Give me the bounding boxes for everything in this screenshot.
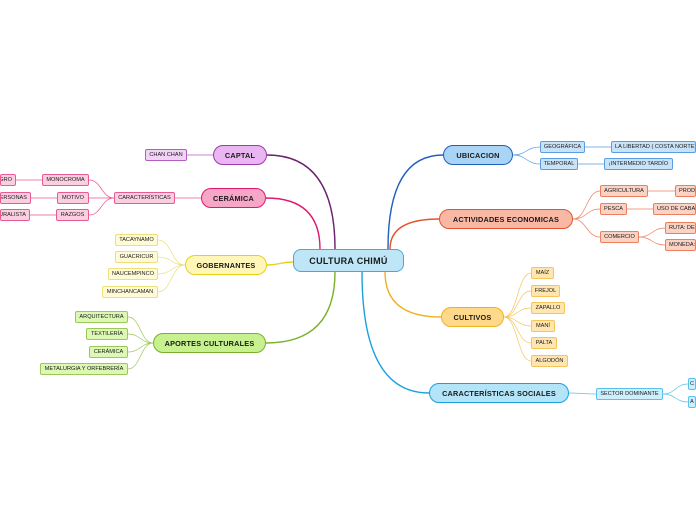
subtopic-naucempinco[interactable]: NAUCEMPINCO xyxy=(108,268,158,280)
link-cultivos xyxy=(384,271,442,318)
subtopic-social-c[interactable]: C xyxy=(688,378,696,390)
link-ubicacion-mid-1 xyxy=(512,154,541,165)
link-actividades xyxy=(389,218,440,250)
link-aportes-1 xyxy=(127,333,154,344)
link-sector-dominante xyxy=(568,392,597,395)
central-topic[interactable]: CULTURA CHIMÚ xyxy=(293,249,404,272)
link-aportes-3 xyxy=(127,342,154,370)
subtopic-sector-dominante[interactable]: SECTOR DOMINANTE xyxy=(596,388,663,400)
link-sociales xyxy=(361,271,430,394)
subtopic-textileria[interactable]: TEXTILERÍA xyxy=(86,328,128,340)
link-actividades-outer-3 xyxy=(638,236,666,246)
link-actividades-mid-1 xyxy=(572,208,601,220)
link-gobernantes-1 xyxy=(157,256,186,266)
subtopic-ceramica-aporte[interactable]: CERÁMICA xyxy=(89,346,128,358)
topic-aportes-culturales[interactable]: APORTES CULTURALES xyxy=(153,333,266,353)
subtopic-chan-chan[interactable]: CHAN CHAN xyxy=(145,149,187,161)
topic-ubicacion[interactable]: UBICACION xyxy=(443,145,513,165)
link-sociales-outer-0 xyxy=(662,383,689,395)
subtopic-razgos[interactable]: RAZGOS xyxy=(56,209,89,221)
subtopic-monocroma[interactable]: MONOCROMA xyxy=(42,174,89,186)
subtopic-personas[interactable]: PERSONAS xyxy=(0,192,31,204)
topic-actividades-economicas[interactable]: ACTIVIDADES ECONOMICAS xyxy=(439,209,573,229)
topic-caracteristicas-sociales[interactable]: CARACTERÍSTICAS SOCIALES xyxy=(429,383,569,403)
topic-ceramica[interactable]: CERÁMICA xyxy=(201,188,266,208)
link-gobernantes-2 xyxy=(157,264,186,275)
subtopic-temporal[interactable]: TEMPORAL xyxy=(540,158,578,170)
link-ubicacion-mid-0 xyxy=(512,146,541,156)
subtopic-caracteristicas[interactable]: CARACTERÍSTICAS xyxy=(114,192,175,204)
subtopic-palta[interactable]: PALTA xyxy=(531,337,557,349)
topic-captal[interactable]: CAPTAL xyxy=(213,145,267,165)
link-cultivos-2 xyxy=(503,307,532,318)
link-cultivos-1 xyxy=(503,290,532,318)
link-aportes xyxy=(265,271,336,344)
subtopic-geografica[interactable]: GEOGRÁFICA xyxy=(540,141,585,153)
link-captal xyxy=(266,154,336,250)
link-aportes-0 xyxy=(127,316,154,344)
link-ceramica xyxy=(265,197,321,250)
link-gobernantes-3 xyxy=(157,264,186,293)
link-cultivos-0 xyxy=(503,272,532,318)
subtopic-social-a[interactable]: A xyxy=(688,396,696,408)
subtopic-minchancaman[interactable]: MINCHANCAMAN xyxy=(102,286,158,298)
subtopic-zapallo[interactable]: ZAPALLO xyxy=(531,302,565,314)
subtopic-uso-de-caballitos[interactable]: USO DE CABALLITOS xyxy=(653,203,696,215)
subtopic-motivo[interactable]: MOTIVO xyxy=(57,192,89,204)
link-gobernantes xyxy=(266,261,294,266)
link-ceramica-mid-0 xyxy=(88,179,115,199)
link-actividades-mid-0 xyxy=(572,190,601,220)
subtopic-produccion[interactable]: PRODUCCIÓN xyxy=(675,185,696,197)
topic-cultivos[interactable]: CULTIVOS xyxy=(441,307,504,327)
subtopic-algodon[interactable]: ALGODÓN xyxy=(531,355,568,367)
subtopic-frejol[interactable]: FREJOL xyxy=(531,285,560,297)
subtopic-intermedio-tardio[interactable]: ¡INTERMEDIO TARDÍO xyxy=(604,158,673,170)
subtopic-arquitectura[interactable]: ARQUITECTURA xyxy=(75,311,128,323)
subtopic-pesca[interactable]: PESCA xyxy=(600,203,627,215)
subtopic-maiz[interactable]: MAÍZ xyxy=(531,267,554,279)
link-gobernantes-0 xyxy=(157,239,186,266)
link-aportes-2 xyxy=(127,342,154,353)
link-ubicacion xyxy=(387,154,444,250)
subtopic-ruta[interactable]: RUTA: DE xyxy=(665,222,696,234)
subtopic-negro[interactable]: NEGRO xyxy=(0,174,16,186)
link-actividades-outer-2 xyxy=(638,227,666,238)
link-ceramica-mid-2 xyxy=(88,197,115,216)
link-sociales-outer-1 xyxy=(662,393,689,403)
subtopic-moneda[interactable]: MONEDA: xyxy=(665,239,696,251)
link-cultivos-5 xyxy=(503,316,532,362)
subtopic-guacricur[interactable]: GUACRICUR xyxy=(115,251,158,263)
link-actividades-mid-2 xyxy=(572,218,601,238)
topic-gobernantes[interactable]: GOBERNANTES xyxy=(185,255,267,275)
subtopic-metalurgia[interactable]: METALURGIA Y ORFEBRERÍA xyxy=(40,363,128,375)
subtopic-mani[interactable]: MANÍ xyxy=(531,320,555,332)
subtopic-la-libertad[interactable]: LA LIBERTAD ( COSTA NORTE) xyxy=(611,141,696,153)
subtopic-naturalista[interactable]: NATURALISTA xyxy=(0,209,30,221)
subtopic-tacaynamo[interactable]: TACAYNAMO xyxy=(115,234,158,246)
subtopic-comercio[interactable]: COMERCIO xyxy=(600,231,639,243)
subtopic-agricultura[interactable]: AGRICULTURA xyxy=(600,185,648,197)
